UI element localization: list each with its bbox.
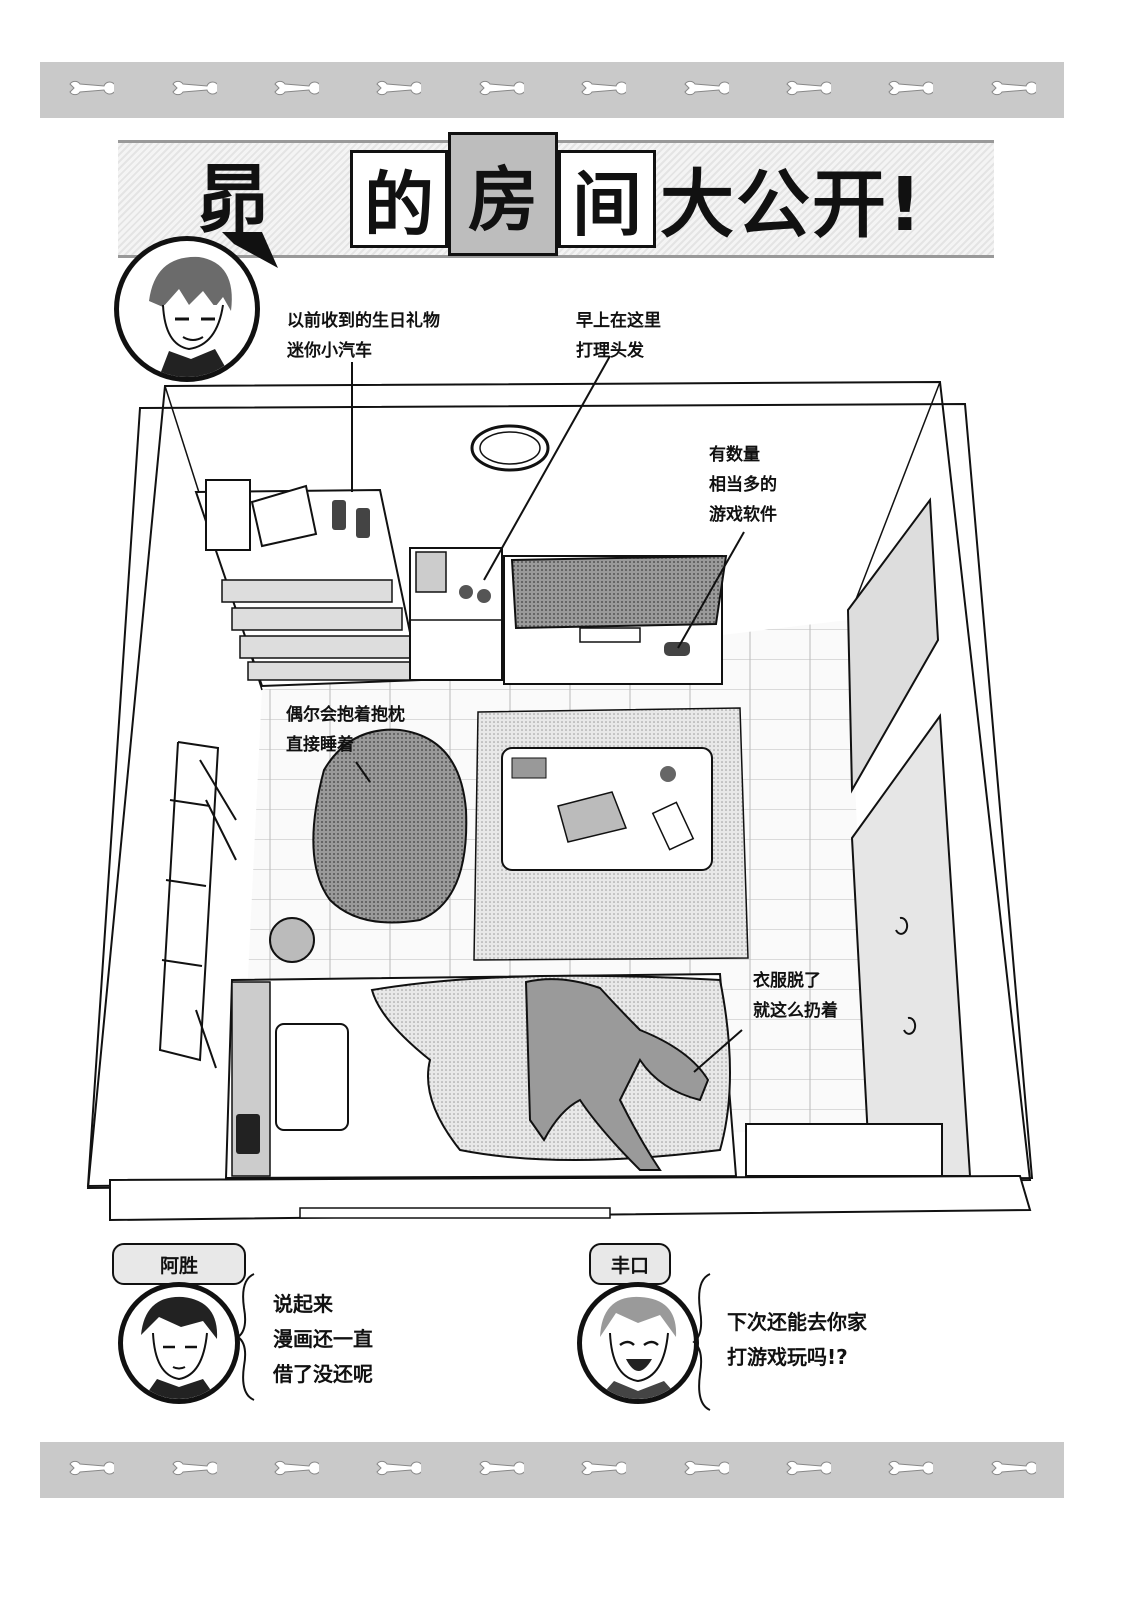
annotation-pillow: 偶尔会抱着抱枕 直接睡着 (286, 705, 405, 755)
left-brace (236, 1273, 255, 1401)
title-box-1: 的 (350, 150, 448, 248)
left-speaker-text: 说起来 漫画还一直 借了没还呢 (273, 1292, 373, 1386)
wrench-icon (375, 1460, 424, 1480)
wrench-icon (785, 1460, 833, 1480)
speech-tail (222, 232, 278, 268)
wrench-icon (273, 1460, 322, 1480)
right-brace (692, 1273, 711, 1411)
title-box-2: 房 (448, 132, 558, 256)
wrench-icon (683, 1460, 731, 1480)
annotation-hair: 早上在这里 打理头发 (576, 311, 661, 361)
wrench-icon (990, 1460, 1038, 1480)
left-speaker-label: 阿胜 (112, 1243, 246, 1285)
title-box-3: 间 (558, 150, 656, 248)
annotation-gift-car: 以前收到的生日礼物 迷你小汽车 (287, 311, 440, 361)
title-box-2-char: 房 (468, 158, 538, 241)
wrench-icon (580, 1460, 629, 1480)
wrench-icon (171, 1460, 219, 1480)
right-speaker-avatar (577, 1282, 699, 1404)
title-box-1-char: 的 (364, 163, 434, 246)
wrench-icon (68, 1460, 117, 1480)
right-speaker-label: 丰口 (589, 1243, 671, 1285)
top-wrench-band (40, 62, 1064, 118)
title-box-3-char: 间 (572, 163, 642, 246)
wrench-icon (887, 1460, 936, 1480)
wrench-icon (478, 1460, 526, 1480)
bottom-wrench-band (40, 1442, 1064, 1498)
title-name-char: 昴 (196, 157, 270, 243)
right-speaker-text: 下次还能去你家 打游戏玩吗!? (727, 1310, 867, 1369)
title-rest: 大公开! (660, 162, 924, 248)
annotation-clothes: 衣服脱了 就这么扔着 (753, 971, 838, 1021)
subaru-face-avatar (114, 236, 260, 382)
annotation-games: 有数量 相当多的 游戏软件 (709, 445, 777, 525)
left-speaker-avatar (118, 1282, 240, 1404)
